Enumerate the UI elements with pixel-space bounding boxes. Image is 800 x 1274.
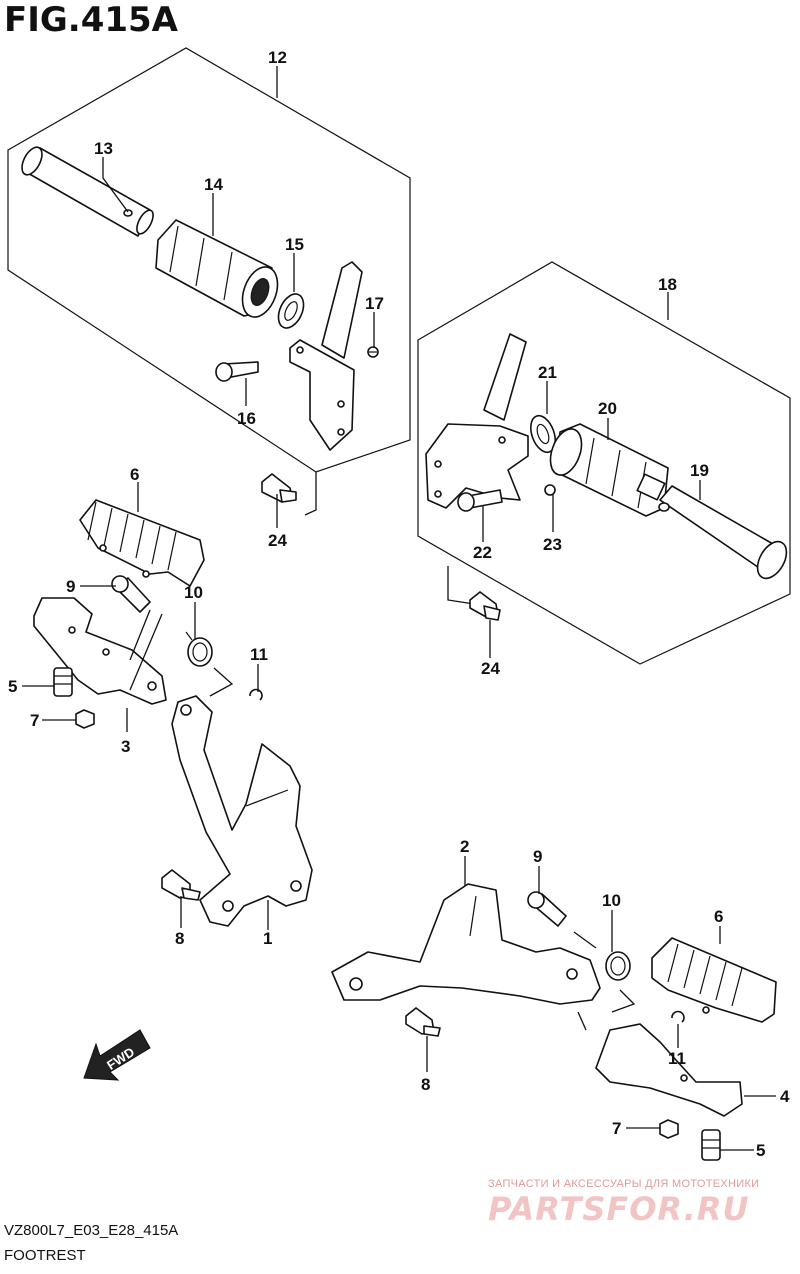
callout-13: 13 [94,139,113,158]
bolt-16 [215,361,259,382]
clip-23 [544,484,556,496]
forward-arrow: FWD [83,1029,151,1081]
pin-19 [658,485,788,580]
callout-18: 18 [658,275,677,294]
callout-3: 3 [121,737,130,756]
nut-7-right [659,1119,679,1139]
footrest-bracket-left [289,261,363,451]
figure-name: FOOTREST [4,1247,86,1264]
callout-6-right: 6 [714,907,723,926]
clip-17 [367,346,379,358]
clip-11-left [249,688,263,701]
callout-1: 1 [263,929,272,948]
callout-5-right: 5 [756,1141,765,1160]
callout-12: 12 [268,48,287,67]
callout-17: 17 [365,294,384,313]
spring-10-left [185,631,213,667]
callout-7-right: 7 [612,1119,621,1138]
assembly-18-box [417,261,791,665]
washer-21 [529,414,557,454]
callout-4: 4 [780,1087,790,1106]
callout-labels: 12 13 14 15 17 16 24 6 9 10 11 5 7 3 8 1… [8,48,790,1160]
callout-10-right: 10 [602,891,621,910]
pin-9-left [111,575,151,613]
pin-9-right [527,891,567,927]
callout-22: 22 [473,543,492,562]
callout-24-right: 24 [481,659,500,678]
footpeg-rubber-20 [549,423,669,517]
callout-21: 21 [538,363,557,382]
assembly-12-box [7,47,411,516]
footrest-rubber-6-left [79,499,205,587]
callout-11-left: 11 [250,645,268,664]
callout-14: 14 [204,175,223,194]
callout-8-right: 8 [421,1075,430,1094]
callout-10-left: 10 [184,583,203,602]
footrest-rubber-6-right [651,937,777,1023]
figure-title: FIG.415A [4,0,178,40]
bolt-24-upper [261,473,297,503]
bolt-8-left [161,869,201,901]
callout-5-left: 5 [8,677,17,696]
callout-7-left: 7 [30,711,39,730]
callout-20: 20 [598,399,617,418]
bolt-8-right [405,1007,441,1037]
bolt-5-left [53,667,73,697]
callout-9-right: 9 [533,847,542,866]
footrest-bracket-3 [33,597,167,705]
bolt-22 [457,489,503,512]
footrest-bracket-right [425,333,529,509]
figure-code: VZ800L7_E03_E28_415A [4,1222,179,1239]
callout-11-right: 11 [668,1049,686,1068]
footpeg-rubber-14 [155,219,279,318]
leader-lines [22,66,776,1151]
washer-15 [277,293,305,329]
callout-2: 2 [460,837,469,856]
footrest-bracket-4 [595,1023,743,1117]
callout-8-left: 8 [175,929,184,948]
callout-6-left: 6 [130,465,139,484]
footrest-plate-1 [171,695,313,927]
nut-7-left [75,709,95,729]
pin-13 [21,146,154,237]
callout-19: 19 [690,461,709,480]
clip-11-right [671,1010,685,1023]
callout-9-left: 9 [66,577,75,596]
footrest-plate-2 [331,883,601,1005]
bolt-5-right [701,1129,721,1161]
watermark-tagline: ЗАПЧАСТИ И АКСЕССУАРЫ ДЛЯ МОТОТЕХНИКИ [488,1178,760,1190]
watermark-logo: PARTSFOR.RU [488,1190,750,1228]
callout-23: 23 [543,535,562,554]
callout-16: 16 [237,409,256,428]
callout-24-upper: 24 [268,531,287,550]
bolt-24-right [469,591,501,621]
callout-15: 15 [285,235,304,254]
spring-10-right [605,951,631,981]
